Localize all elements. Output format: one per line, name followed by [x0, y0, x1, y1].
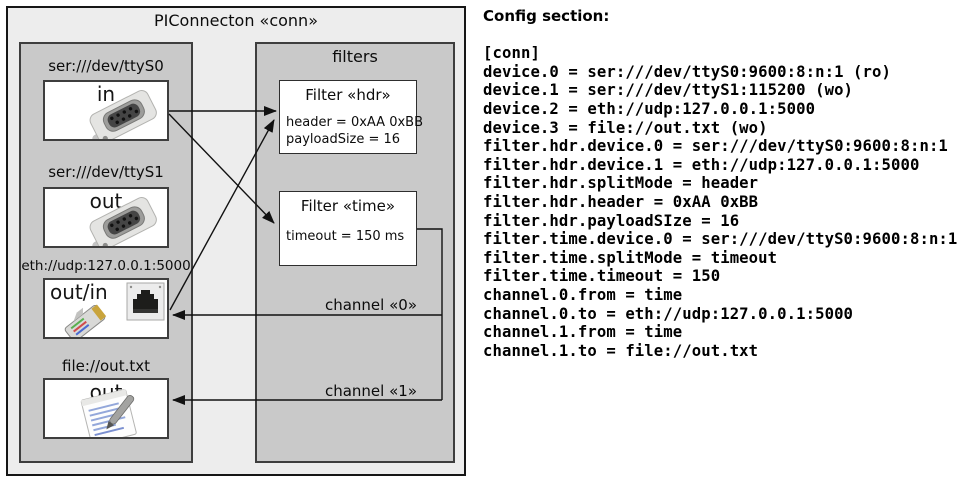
filter-box-time: Filter «time» timeout = 150 ms: [279, 191, 417, 266]
config-section: Config section: [conn] device.0 = ser://…: [483, 7, 957, 360]
serial-connector-icon: [89, 197, 157, 246]
notepad-icon: [80, 389, 137, 437]
diagram-title: PIConnecton «conn»: [154, 11, 318, 30]
device-label-file: file://out.txt: [62, 357, 150, 375]
filters-panel-title: filters: [332, 47, 378, 66]
config-line: filter.hdr.header = 0xAA 0xBB: [483, 192, 759, 211]
device-box-ttys1-out: out: [43, 187, 169, 248]
port-label: in: [96, 82, 116, 106]
channel-0-label: channel «0»: [324, 296, 417, 314]
serial-connector-icon: [89, 90, 157, 139]
config-line: filter.time.device.0 = ser:///dev/ttyS0:…: [483, 230, 958, 249]
filter-attr: payloadSize = 16: [286, 132, 401, 147]
device-box-file-out: out: [43, 378, 169, 439]
config-line: filter.hdr.splitMode = header: [483, 174, 759, 193]
config-line: filter.time.timeout = 150: [483, 267, 721, 286]
filter-box-hdr: Filter «hdr» header = 0xAA 0xBB payloadS…: [279, 80, 423, 154]
filter-hdr-title: Filter «hdr»: [305, 86, 391, 104]
config-line: channel.0.to = eth://udp:127.0.0.1:5000: [483, 304, 854, 323]
port-label: out/in: [50, 280, 108, 304]
config-line: filter.hdr.payloadSIze = 16: [483, 211, 740, 230]
filter-hdr-attrs: header = 0xAA 0xBB payloadSize = 16: [286, 114, 423, 148]
config-line: [conn]: [483, 44, 540, 63]
device-label-ttys1: ser:///dev/ttyS1: [48, 163, 164, 181]
config-line: filter.hdr.device.0 = ser:///dev/ttyS0:9…: [483, 137, 948, 156]
filters-panel: filters Filter «hdr» header = 0xAA 0xBB …: [255, 42, 455, 463]
config-line: device.3 = file://out.txt (wo): [483, 118, 768, 137]
device-label-eth: eth://udp:127.0.0.1:5000: [21, 258, 191, 274]
filter-attr: timeout = 150 ms: [286, 229, 405, 244]
device-box-eth-outin: out/in: [43, 278, 169, 339]
ethernet-icon: [64, 282, 165, 337]
config-line: channel.1.from = time: [483, 323, 683, 342]
config-heading: Config section:: [483, 7, 610, 25]
config-line: device.2 = eth://udp:127.0.0.1:5000: [483, 99, 816, 118]
config-line: channel.1.to = file://out.txt: [483, 341, 759, 360]
device-box-ttys0-in: in: [43, 80, 169, 141]
channel-1-label: channel «1»: [324, 382, 417, 400]
config-line: device.0 = ser:///dev/ttyS0:9600:8:n:1 (…: [483, 62, 891, 81]
config-line: filter.time.splitMode = timeout: [483, 248, 778, 267]
filter-time-attrs: timeout = 150 ms: [286, 228, 404, 245]
config-line: channel.0.from = time: [483, 285, 683, 304]
device-label-ttys0: ser:///dev/ttyS0: [48, 57, 164, 75]
filter-time-title: Filter «time»: [300, 197, 396, 215]
devices-panel: ser:///dev/ttyS0 in ser:///dev/ttyS1: [19, 42, 193, 463]
filter-attr: header = 0xAA 0xBB: [286, 115, 424, 130]
config-line: device.1 = ser:///dev/ttyS1:115200 (wo): [483, 81, 854, 100]
config-line: filter.hdr.device.1 = eth://udp:127.0.0.…: [483, 155, 920, 174]
